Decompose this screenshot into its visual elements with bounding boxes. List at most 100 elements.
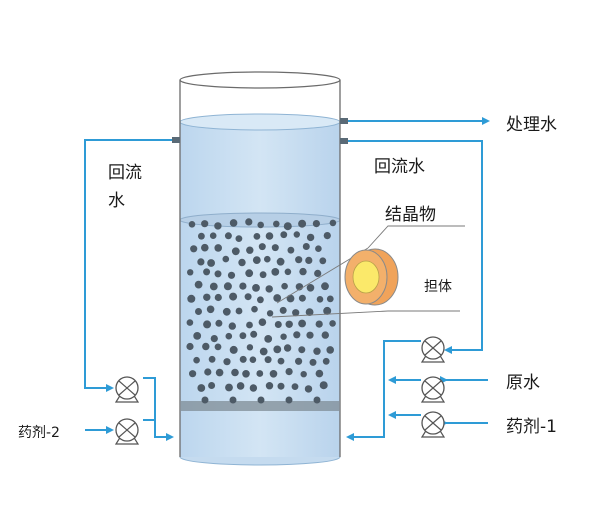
particle (286, 294, 295, 303)
particle (201, 243, 209, 252)
particle (276, 257, 285, 266)
particle (321, 331, 329, 339)
particle (315, 320, 323, 328)
particle (215, 368, 224, 377)
tank-top-rim (179, 71, 341, 89)
particle (187, 269, 194, 276)
left-feed-header (143, 377, 174, 441)
particle (225, 332, 233, 340)
particle (222, 255, 230, 263)
particle (295, 357, 303, 365)
particle (231, 368, 239, 377)
particle (223, 282, 232, 291)
particle (322, 357, 330, 365)
particle (190, 245, 198, 253)
particle (227, 271, 236, 279)
particle (239, 332, 247, 340)
particle (229, 396, 237, 404)
particle (214, 270, 222, 278)
particle (209, 282, 218, 291)
reactor-tank (172, 71, 348, 466)
particle (306, 331, 314, 339)
particle (277, 357, 285, 365)
particle (313, 347, 321, 355)
particle (287, 246, 295, 254)
particle (314, 269, 322, 277)
particle (315, 369, 324, 378)
particle (280, 231, 288, 239)
particle (257, 396, 265, 404)
label-reflux-left-line2: 水 (108, 191, 125, 211)
particle (258, 243, 266, 251)
particle (207, 259, 216, 267)
particle (229, 345, 238, 354)
label-agent-1: 药剂-1 (506, 417, 557, 437)
particle (256, 370, 264, 377)
particle (293, 331, 301, 339)
particle (306, 233, 315, 242)
particle (259, 271, 267, 279)
label-raw-water: 原水 (506, 373, 540, 393)
nozzle-left-top (172, 137, 180, 143)
particle (239, 355, 247, 363)
particle (279, 306, 287, 314)
particle (186, 342, 194, 351)
particle (189, 370, 197, 378)
particle (257, 296, 264, 304)
particle (285, 368, 293, 376)
pump-agent-2 (114, 418, 140, 445)
particle (298, 219, 307, 228)
particle (298, 294, 306, 302)
tank-bottom (179, 456, 341, 466)
particle (186, 319, 194, 326)
particle (319, 257, 327, 265)
particle (329, 320, 336, 327)
label-reflux-left-line1: 回流 (108, 163, 142, 183)
particle (214, 343, 222, 351)
particle (208, 382, 216, 389)
particle (259, 347, 268, 356)
particle (188, 221, 196, 228)
particle (193, 332, 202, 340)
label-crystal: 结晶物 (385, 205, 436, 225)
particle (239, 282, 247, 290)
particle-bed (186, 218, 337, 404)
particle (203, 268, 211, 276)
particle (319, 381, 328, 390)
particle (329, 219, 337, 227)
particle (202, 342, 210, 351)
callout-line-lower (271, 310, 389, 318)
particle (295, 256, 303, 264)
particle (265, 232, 274, 240)
particle (198, 232, 205, 240)
carrier-particle-zoom (344, 248, 399, 306)
particle (285, 396, 293, 404)
particle (215, 319, 223, 327)
particle (277, 382, 285, 390)
particle (201, 396, 209, 404)
support-plate (181, 401, 339, 411)
particle (235, 307, 243, 315)
particle (246, 321, 253, 329)
particle (203, 293, 211, 301)
particle (264, 356, 272, 364)
particle (312, 220, 320, 228)
particle (204, 368, 212, 376)
particle (316, 296, 324, 303)
particle (242, 370, 250, 378)
water-surface (179, 113, 341, 131)
particle (197, 384, 206, 392)
particle (194, 280, 203, 289)
particle (304, 385, 313, 393)
particle (309, 358, 317, 366)
particle (250, 330, 258, 338)
label-agent-2: 药剂-2 (18, 425, 60, 441)
particle (253, 233, 261, 240)
particle (298, 319, 306, 328)
particle (264, 255, 271, 263)
particle (273, 345, 282, 354)
particle (313, 396, 321, 404)
particle (223, 358, 231, 366)
particle (206, 305, 215, 314)
particle (284, 268, 292, 276)
